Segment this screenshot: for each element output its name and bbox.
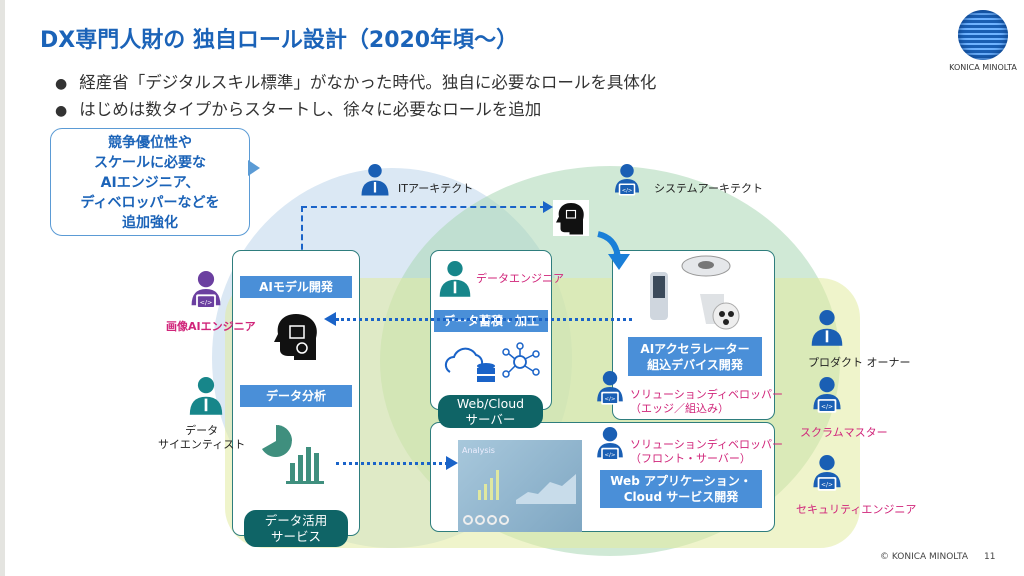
solution-dev-front-avatar-icon [594,422,626,464]
dotted-arrow-to-dashboard [336,462,448,465]
dashboard-title: Analysis [462,446,495,455]
cloud-database-network-icon [444,342,540,382]
web-app-dev-bar: Web アプリケーション・ Cloud サービス開発 [600,470,762,508]
system-architect-avatar-icon [612,160,642,198]
bullet-list: 経産省「デジタルスキル標準」がなかった時代。独自に必要なロールを具体化 はじめは… [55,70,656,124]
solution-dev-edge-label: ソリューションディベロッパー （エッジ／組込み） [630,388,784,415]
pie-bar-chart-icon [262,425,324,484]
product-owner-avatar-icon [810,305,844,349]
company-logo: KONICA MINOLTA [948,10,1018,72]
ai-brain-icon [274,314,317,360]
dashed-connector-horizontal [301,206,546,208]
arrowhead-right-icon [446,456,458,470]
ai-accelerator-bar: AIアクセラレーター 組込デバイス開発 [628,337,762,376]
data-storage-bar: データ蓄積・加工 [434,310,548,332]
arrowhead-left-icon [324,312,336,326]
data-scientist-avatar-icon [188,372,224,418]
callout-bubble: 競争優位性や スケールに必要な AIエンジニア、 ディベロッパーなどを 追加強化 [50,128,250,236]
image-ai-engineer-label: 画像AIエンジニア [166,320,256,333]
ai-head-icon [553,200,589,236]
data-service-label: データ活用 サービス [244,510,348,547]
logo-globe-icon [958,10,1008,60]
image-ai-engineer-avatar-icon [188,266,224,312]
security-engineer-label: セキュリティエンジニア [796,503,917,516]
edge-device-panel [612,250,775,420]
dashed-connector-vertical [301,206,303,278]
it-architect-label: ITアーキテクト [398,182,474,195]
dashboard-graph-icon [463,470,576,525]
product-owner-label: プロダクト オーナー [808,356,911,369]
edge-devices-image [650,255,740,330]
dotted-arrow-to-ai [336,318,632,321]
logo-text: KONICA MINOLTA [949,63,1017,72]
dashboard-image: Analysis [458,440,582,532]
scrum-master-avatar-icon [810,372,844,416]
curved-arrow-icon [597,231,630,270]
left-edge [0,0,5,576]
page-title: DX専門人財の 独自ロール設計（2020年頃～） [40,28,519,53]
arrowhead-icon [543,201,553,213]
bullet-item: 経産省「デジタルスキル標準」がなかった時代。独自に必要なロールを具体化 [55,70,656,97]
data-engineer-avatar-icon [438,258,472,298]
system-architect-label: システムアーキテクト [654,182,764,195]
solution-dev-edge-avatar-icon [594,366,626,408]
web-cloud-server-label: Web/Cloud サーバー [438,395,543,428]
security-engineer-avatar-icon [810,450,844,494]
bullet-item: はじめは数タイプからスタートし、徐々に必要なロールを追加 [55,97,656,124]
solution-dev-front-label: ソリューションディベロッパー （フロント・サーバー） [630,438,784,465]
it-architect-avatar-icon [360,160,390,198]
scrum-master-label: スクラムマスター [800,426,888,439]
footer-copyright: © KONICA MINOLTA [880,552,969,562]
data-scientist-label: データ サイエンティスト [158,424,246,451]
page-number: 11 [984,552,996,562]
data-analysis-bar: データ分析 [240,385,352,407]
data-engineer-label: データエンジニア [476,272,564,285]
callout-tail [248,160,260,176]
ai-model-dev-bar: AIモデル開発 [240,276,352,298]
